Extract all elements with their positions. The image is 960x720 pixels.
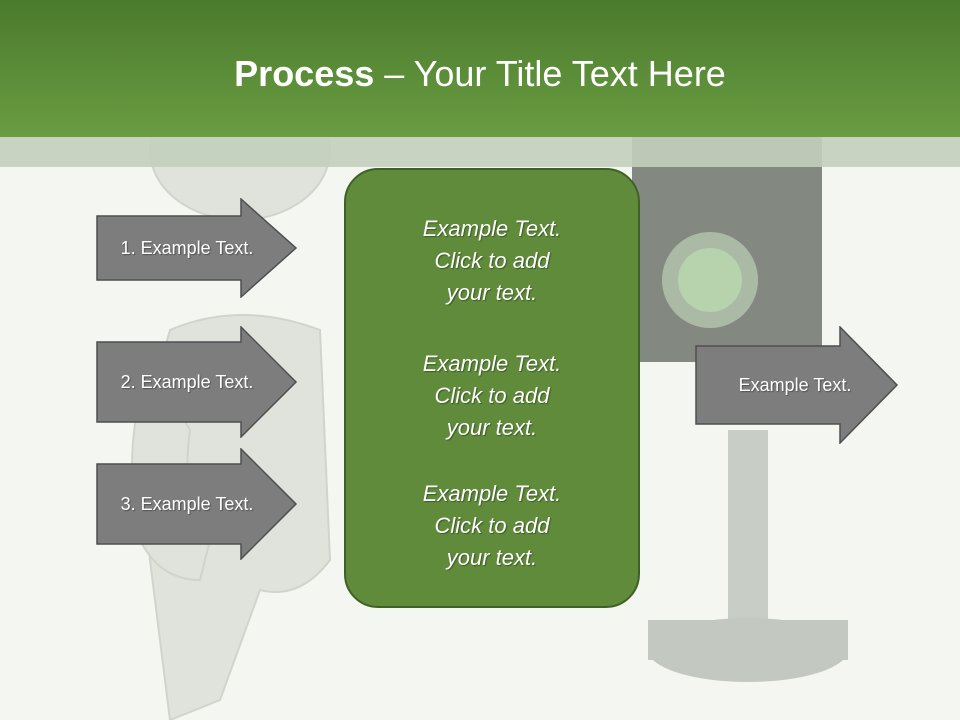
center-text-block-3[interactable]: Example Text. Click to add your text.: [344, 478, 640, 574]
right-arrow[interactable]: Example Text.: [695, 326, 899, 444]
slide-title[interactable]: Process – Your Title Text Here: [0, 52, 960, 96]
arrow-shape: [96, 448, 298, 560]
center-text-box[interactable]: [344, 168, 640, 608]
center-text-block-1[interactable]: Example Text. Click to add your text.: [344, 213, 640, 309]
center-text-line: Click to add: [434, 513, 550, 538]
center-text-block-2[interactable]: Example Text. Click to add your text.: [344, 348, 640, 444]
title-rest-part: – Your Title Text Here: [374, 53, 726, 94]
left-arrow-1-label: 1. Example Text.: [120, 237, 254, 258]
title-underline-band: [0, 137, 960, 167]
center-text-line: your text.: [446, 280, 538, 305]
center-text-line: your text.: [446, 415, 538, 440]
left-arrow-1[interactable]: 1. Example Text.: [96, 198, 298, 298]
left-arrow-2-label: 2. Example Text.: [120, 371, 254, 392]
center-text-line: Click to add: [434, 248, 550, 273]
center-text-line: Click to add: [434, 383, 550, 408]
center-text-line: your text.: [446, 545, 538, 570]
arrow-shape: [96, 326, 298, 438]
left-arrow-3-label: 3. Example Text.: [120, 493, 254, 514]
traffic-light-shape: [632, 137, 848, 682]
center-text-line: Example Text.: [422, 481, 562, 506]
right-arrow-label: Example Text.: [738, 374, 852, 395]
center-text-line: Example Text.: [422, 351, 562, 376]
arrow-shape: [96, 198, 298, 298]
left-arrow-2[interactable]: 2. Example Text.: [96, 326, 298, 438]
title-bold-part: Process: [234, 53, 375, 94]
title-bar: [0, 0, 960, 137]
arrow-shape: [695, 326, 899, 444]
center-text-line: Example Text.: [422, 216, 562, 241]
left-arrow-3[interactable]: 3. Example Text.: [96, 448, 298, 560]
